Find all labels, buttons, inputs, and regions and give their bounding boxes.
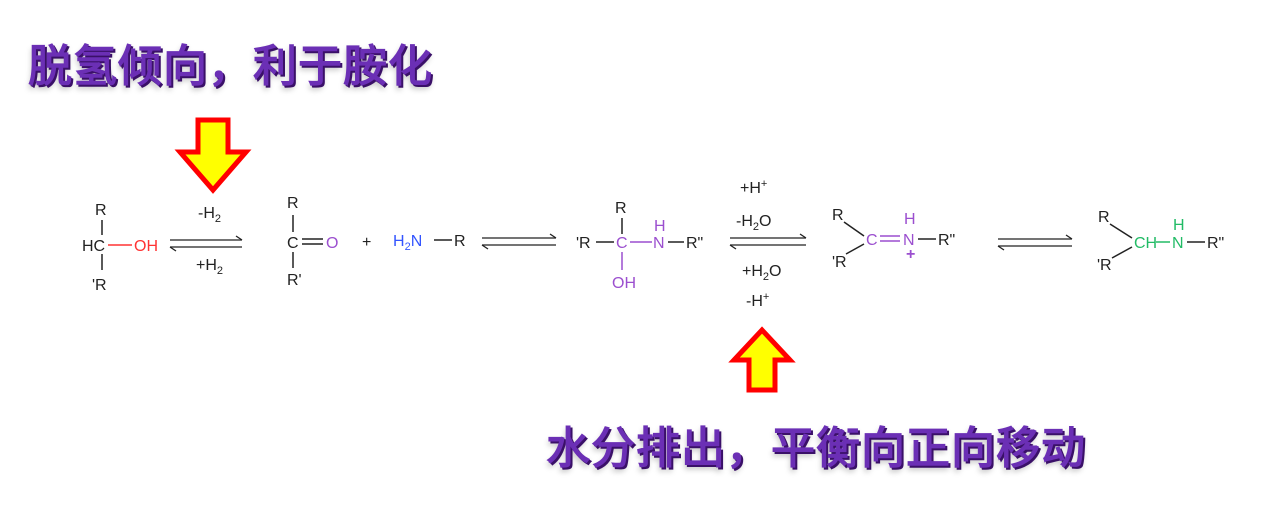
alcohol-hydroxyl: OH [134,238,158,255]
up-arrow-icon [728,326,796,393]
hemiaminal-r-right: R" [686,235,703,252]
hemiaminal-oh: OH [612,275,636,292]
amine-h2n: H2N [393,233,422,253]
iminium-h: H [904,211,916,228]
alcohol-structure: R HC OH 'R [82,202,158,294]
hemiaminal-n: N [653,235,665,252]
step3-deprotonation: -H+ [746,291,769,310]
equilibrium-arrow-3 [729,233,807,250]
iminium-r-top: R [832,207,844,224]
product-n: N [1172,235,1184,252]
iminium-structure: R 'R C H N + R" [832,207,955,271]
hemiaminal-h: H [654,218,666,235]
product-r-right: R" [1207,235,1224,252]
iminium-carbon: C [866,232,878,249]
step3-water-loss: -H2O [736,213,771,233]
hemiaminal-r-top: R [615,200,627,217]
product-r-bottom: 'R [1097,257,1112,274]
iminium-r-bottom: 'R [832,254,847,271]
hemiaminal-carbon: C [616,235,628,252]
step1-hydrogenation: +H2 [196,257,223,277]
equilibrium-arrow-2 [481,233,557,250]
ketone-structure: R C O R' [287,195,338,289]
amine-r: R [454,233,466,250]
step1-dehydrogenation: -H2 [198,205,221,225]
amine-structure: H2N R [393,233,466,253]
product-h: H [1173,217,1185,234]
hemiaminal-structure: 'R R C H N R" OH [576,200,703,292]
iminium-r-right: R" [938,232,955,249]
iminium-n: N [903,232,915,249]
ketone-oxygen: O [326,235,338,252]
ketone-r-bottom: R' [287,272,302,289]
plus-sign: + [362,234,371,251]
product-r-top: R [1098,209,1110,226]
iminium-charge: + [906,246,915,263]
equilibrium-arrow-1 [169,235,243,252]
alcohol-carbon: HC [82,238,105,255]
alcohol-r-top: R [95,202,107,219]
product-amine-structure: R 'R CH H N R" [1097,209,1224,274]
down-arrow-icon [174,117,252,194]
alcohol-r-bottom: 'R [92,277,107,294]
heading-dehydrogenation: 脱氢倾向，利于胺化 [28,41,433,92]
ketone-carbon: C [287,235,299,252]
ketone-r-top: R [287,195,299,212]
step3-water-addition: +H2O [742,263,781,283]
product-ch: CH [1134,235,1157,252]
heading-water-removal: 水分排出，平衡向正向移动 [546,423,1086,474]
equilibrium-arrow-4 [997,234,1073,251]
step3-protonation: +H+ [740,178,767,197]
hemiaminal-r-left: 'R [576,235,591,252]
